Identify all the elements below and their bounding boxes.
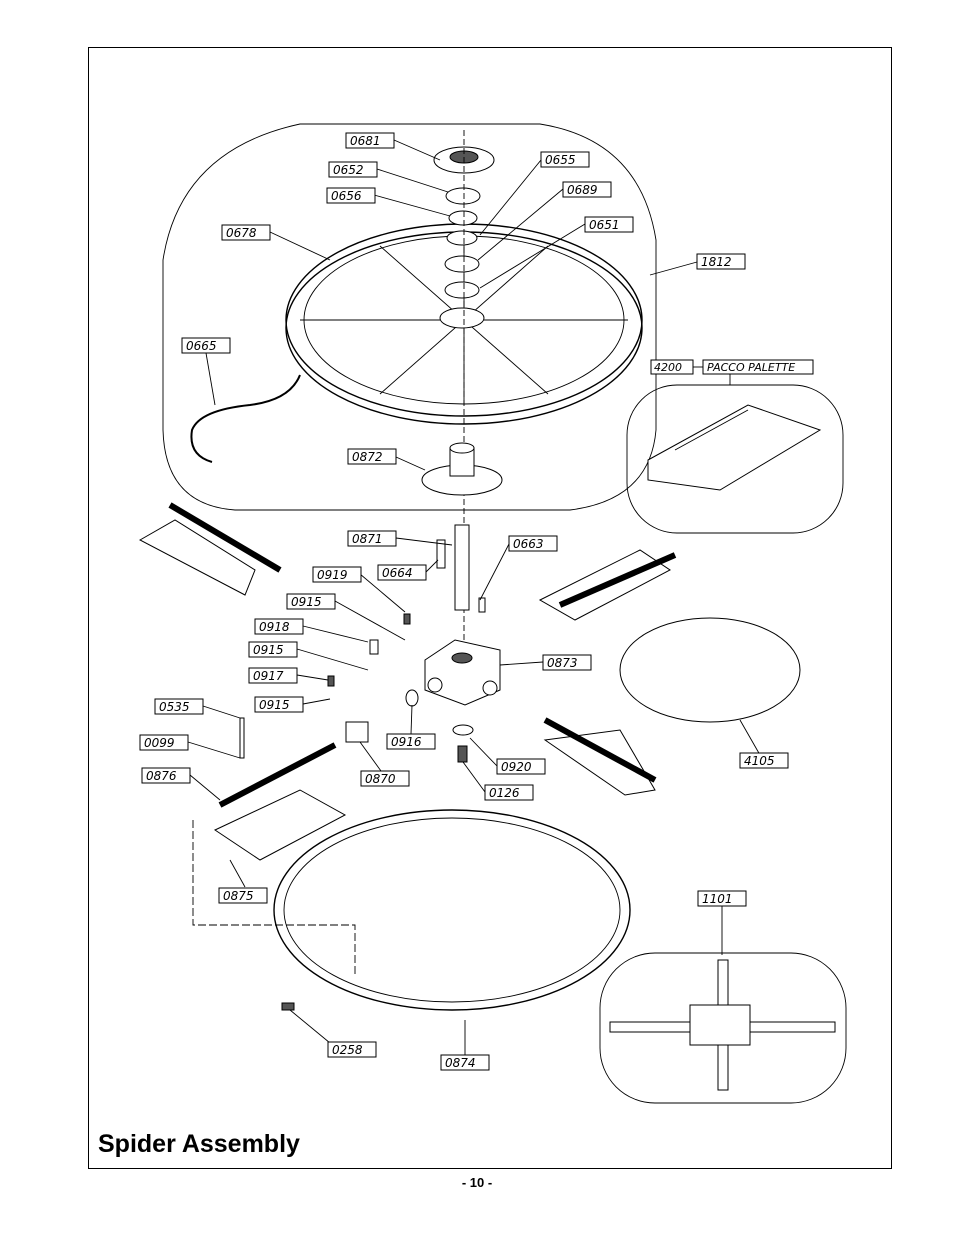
label-0664: 0664 [377, 564, 427, 581]
svg-text:0656: 0656 [331, 189, 362, 203]
svg-text:0664: 0664 [382, 566, 413, 580]
svg-text:0915: 0915 [253, 643, 284, 657]
label-0663: 0663 [508, 535, 558, 552]
ring-0874 [273, 809, 631, 1011]
svg-text:PACCO PALETTE: PACCO PALETTE [707, 361, 795, 374]
spider-assembly-parts [609, 959, 836, 1091]
svg-text:0651: 0651 [589, 218, 620, 232]
label-0126: 0126 [484, 784, 534, 801]
label-0665: 0665 [181, 337, 231, 354]
spider-hub-0873 [424, 639, 501, 706]
part-0872 [421, 442, 503, 496]
label-0870: 0870 [360, 770, 410, 787]
svg-text:4105: 4105 [744, 754, 775, 768]
label-0873: 0873 [542, 654, 592, 671]
label-0651: 0651 [584, 216, 634, 233]
svg-text:0655: 0655 [545, 153, 576, 167]
label-0918: 0918 [254, 618, 304, 635]
svg-text:0681: 0681 [350, 134, 381, 148]
svg-text:0920: 0920 [501, 760, 532, 774]
page-title: Spider Assembly [98, 1130, 300, 1158]
svg-text:0870: 0870 [365, 772, 396, 786]
small-hardware [239, 613, 474, 763]
svg-text:0874: 0874 [445, 1056, 476, 1070]
svg-text:0535: 0535 [159, 700, 190, 714]
label-0681: 0681 [345, 132, 395, 149]
svg-text:1812: 1812 [701, 255, 732, 269]
svg-text:0665: 0665 [186, 339, 217, 353]
page-number: - 10 - [461, 1175, 493, 1190]
label-0920: 0920 [496, 758, 546, 775]
screw-0258 [281, 1002, 295, 1011]
label-0652: 0652 [328, 161, 378, 178]
svg-text:0663: 0663 [513, 537, 544, 551]
svg-text:0916: 0916 [391, 735, 422, 749]
label-0099: 0099 [139, 734, 189, 751]
wheel-group-outline [162, 123, 657, 511]
svg-text:0875: 0875 [223, 889, 254, 903]
disc-4105 [619, 617, 801, 723]
blade-arm-lower-right [543, 717, 657, 796]
label-0915-a: 0915 [286, 593, 336, 610]
svg-text:1101: 1101 [702, 892, 733, 906]
label-0875: 0875 [218, 887, 268, 904]
label-1101: 1101 [697, 890, 747, 907]
label-0872: 0872 [347, 448, 397, 465]
label-1812: 1812 [696, 253, 746, 270]
label-0917: 0917 [248, 667, 298, 684]
label-pacco-palette: PACCO PALETTE [693, 359, 814, 375]
label-0915-c: 0915 [254, 696, 304, 713]
blade-arm-upper-right [538, 549, 677, 621]
label-0655: 0655 [540, 151, 590, 168]
svg-text:0915: 0915 [259, 698, 290, 712]
svg-text:0678: 0678 [226, 226, 257, 240]
label-0876: 0876 [141, 767, 191, 784]
label-4200: 4200 [650, 359, 694, 375]
svg-text:0876: 0876 [146, 769, 177, 783]
svg-text:0873: 0873 [547, 656, 578, 670]
shaft-0871 [436, 524, 486, 613]
label-0535: 0535 [154, 698, 204, 715]
palette-pack-inset [626, 384, 844, 534]
svg-text:0915: 0915 [291, 595, 322, 609]
label-0678: 0678 [221, 224, 271, 241]
label-0915-b: 0915 [248, 641, 298, 658]
hub-stack [433, 130, 495, 640]
label-0258: 0258 [327, 1041, 377, 1058]
palette-pack-parts [647, 404, 822, 491]
svg-text:0258: 0258 [332, 1043, 363, 1057]
svg-text:0919: 0919 [317, 568, 348, 582]
alignment-line [192, 820, 356, 975]
blade-arm-upper-left [138, 502, 282, 596]
belt-0665 [190, 374, 301, 463]
label-0916: 0916 [386, 733, 436, 750]
page-frame [88, 47, 892, 1169]
spider-assembly-inset [599, 952, 847, 1104]
svg-text:0872: 0872 [352, 450, 383, 464]
label-0919: 0919 [312, 566, 362, 583]
svg-text:0871: 0871 [352, 532, 383, 546]
label-0689: 0689 [562, 181, 612, 198]
svg-text:0126: 0126 [489, 786, 520, 800]
svg-text:0689: 0689 [567, 183, 598, 197]
svg-text:0099: 0099 [144, 736, 175, 750]
svg-text:4200: 4200 [654, 361, 682, 374]
label-4105: 4105 [739, 752, 789, 769]
svg-text:0918: 0918 [259, 620, 290, 634]
leader-lines [187, 139, 761, 1055]
blade-arm-lower-left [213, 742, 347, 861]
label-0656: 0656 [326, 187, 376, 204]
label-0874: 0874 [440, 1054, 490, 1071]
svg-text:0917: 0917 [253, 669, 284, 683]
part-labels: 0681 0652 0656 0655 0689 0651 0678 1812 … [139, 132, 814, 1071]
svg-text:0652: 0652 [333, 163, 364, 177]
label-0871: 0871 [347, 530, 397, 547]
